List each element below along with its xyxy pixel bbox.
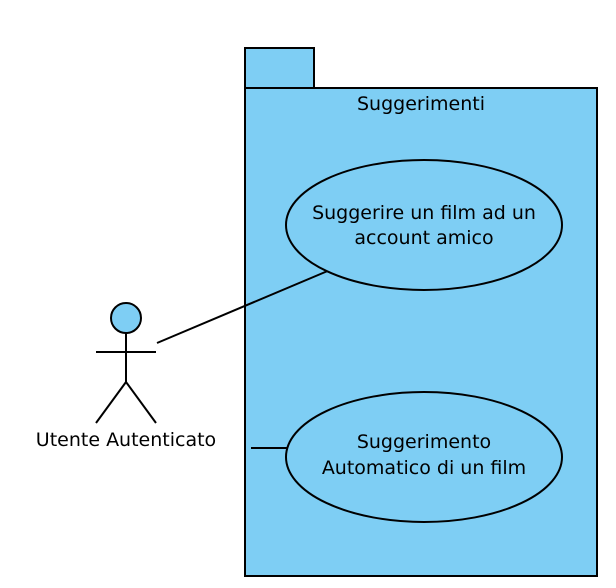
actor-head [110, 302, 142, 334]
actor-left-leg [95, 381, 127, 424]
package-tab [244, 47, 315, 89]
use-case-ellipse [285, 391, 563, 523]
use-case-automatic-suggestion[interactable]: Suggerimento Automatico di un film [285, 391, 563, 523]
actor-utente-autenticato[interactable]: Utente Autenticato [36, 302, 216, 451]
actor-right-leg [125, 381, 157, 424]
package-title: Suggerimenti [357, 93, 485, 115]
use-case-label-line1: Suggerire un film ad un [312, 202, 536, 224]
use-case-ellipse [285, 159, 563, 291]
actor-stick-figure-icon [95, 302, 157, 424]
use-case-label-line2: Automatico di un film [322, 457, 526, 479]
use-case-suggest-film-to-friend[interactable]: Suggerire un film ad un account amico [285, 159, 563, 291]
association-line-suggest-friend[interactable] [156, 269, 331, 344]
use-case-label-line1: Suggerimento [357, 431, 491, 453]
use-case-label-line2: account amico [354, 227, 493, 249]
actor-label: Utente Autenticato [36, 429, 216, 451]
